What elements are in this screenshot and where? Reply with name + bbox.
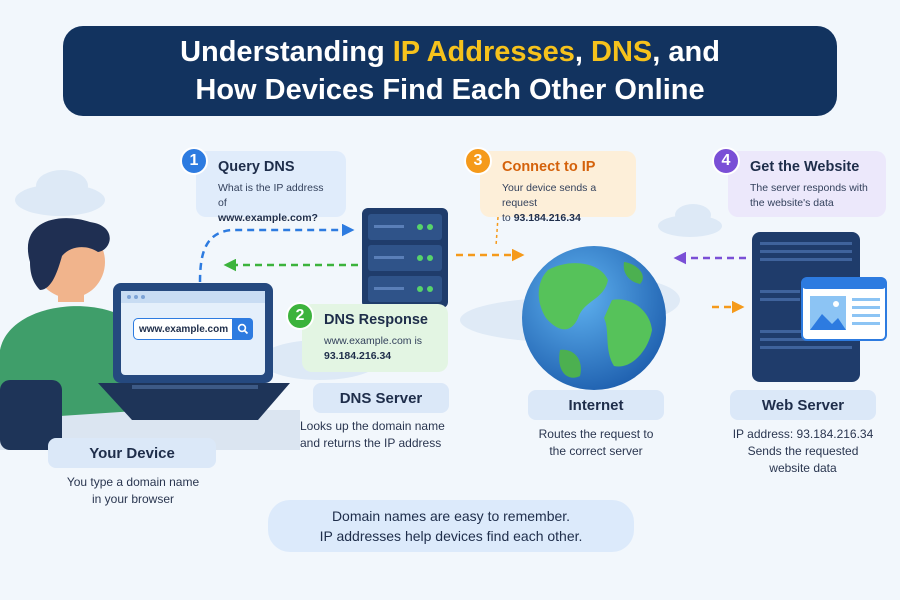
internet-description: Routes the request to the correct server — [538, 427, 654, 458]
device-description: You type a domain name in your browser — [66, 475, 200, 506]
summary-note: Domain names are easy to remember. IP ad… — [268, 500, 634, 552]
step-text: The server responds with the website's d… — [750, 182, 868, 209]
step-badge: 1 — [180, 147, 208, 175]
laptop-icon — [98, 283, 290, 420]
dns-server-description: Looks up the domain name and returns the… — [300, 419, 445, 450]
step-title: Get the Website — [750, 159, 860, 175]
step-title: Query DNS — [218, 159, 295, 175]
step-dns-response: 2 DNS Response www.example.com is 93.184… — [286, 302, 448, 372]
title-line-2: How Devices Find Each Other Online — [195, 74, 705, 106]
search-icon — [232, 317, 253, 340]
step-text: What is the IP address of www.example.co… — [218, 182, 324, 224]
step-text: Your device sends a request to 93.184.21… — [502, 182, 597, 224]
internet-label: Internet — [528, 390, 664, 420]
browser-url: www.example.com — [139, 323, 229, 335]
globe-icon — [522, 246, 666, 390]
step-text: www.example.com is 93.184.216.34 — [324, 335, 423, 362]
title-line-1: Understanding IP Addresses, DNS, and — [180, 36, 720, 68]
step-title: DNS Response — [324, 312, 428, 328]
query-arrow — [198, 223, 355, 283]
server-rack-icon — [362, 208, 448, 308]
step-badge: 2 — [286, 302, 314, 330]
step-query-dns: 1 Query DNS What is the IP address of ww… — [180, 147, 346, 224]
web-server-description: IP address: 93.184.216.34 Sends the requ… — [732, 427, 874, 475]
browser-address-bar: www.example.com — [133, 317, 253, 340]
connect-pointer — [495, 216, 499, 247]
chair — [0, 380, 62, 450]
step-connect-to-ip: 3 Connect to IP Your device sends a requ… — [464, 147, 636, 224]
step-badge: 3 — [464, 147, 492, 175]
step-badge: 4 — [712, 147, 740, 175]
device-label: Your Device — [48, 438, 216, 468]
web-server-icon — [752, 232, 887, 382]
web-server-label: Web Server — [730, 390, 876, 420]
step-title: Connect to IP — [502, 159, 596, 175]
step-get-the-website: 4 Get the Website The server responds wi… — [712, 147, 886, 217]
cloud-icon — [658, 204, 722, 237]
page-title: Understanding IP Addresses, DNS, and How… — [63, 26, 837, 116]
cloud-icon — [15, 170, 105, 216]
dns-server-label: DNS Server — [313, 383, 449, 413]
